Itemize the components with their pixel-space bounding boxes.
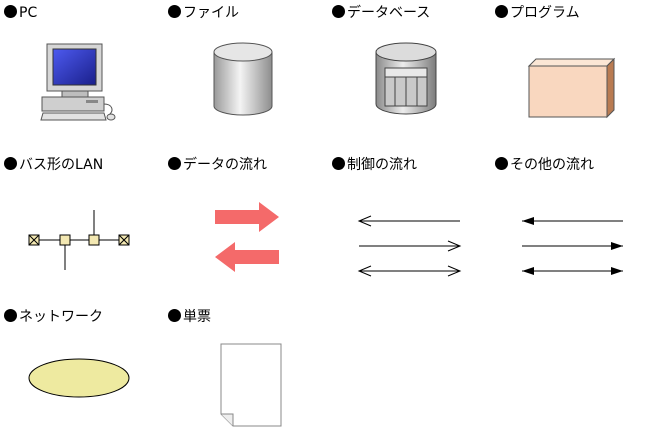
legend-label-control-flow: 制御の流れ <box>332 157 417 173</box>
legend-label-program: プログラム <box>495 5 580 21</box>
bullet-icon <box>168 309 181 322</box>
legend-label-bus-lan: バス形のLAN <box>4 157 103 173</box>
bullet-icon <box>495 5 508 18</box>
legend-label-network: ネットワーク <box>4 309 103 325</box>
bullet-icon <box>4 157 17 170</box>
other-flow-arrows-icon <box>522 217 623 275</box>
bullet-icon <box>168 5 181 18</box>
bullet-icon <box>4 309 17 322</box>
form-sheet-icon <box>220 343 282 427</box>
database-icon <box>375 42 437 115</box>
bullet-icon <box>4 5 17 18</box>
legend-label-database: データベース <box>332 5 430 21</box>
data-flow-arrows-icon <box>215 202 279 272</box>
legend-label-form: 単票 <box>168 309 211 325</box>
bus-lan-icon <box>28 210 130 270</box>
bullet-icon <box>168 157 181 170</box>
legend-label-data-flow: データの流れ <box>168 157 267 173</box>
file-cylinder-icon <box>213 42 273 116</box>
pc-icon <box>40 43 116 121</box>
legend-label-file: ファイル <box>168 5 239 21</box>
bullet-icon <box>332 157 345 170</box>
legend-label-pc: PC <box>4 5 37 21</box>
control-flow-arrows-icon <box>357 215 462 277</box>
legend-label-other-flow: その他の流れ <box>495 157 594 173</box>
bullet-icon <box>495 157 508 170</box>
bullet-icon <box>332 5 345 18</box>
program-box-icon <box>527 57 616 119</box>
network-ellipse-icon <box>28 358 130 398</box>
